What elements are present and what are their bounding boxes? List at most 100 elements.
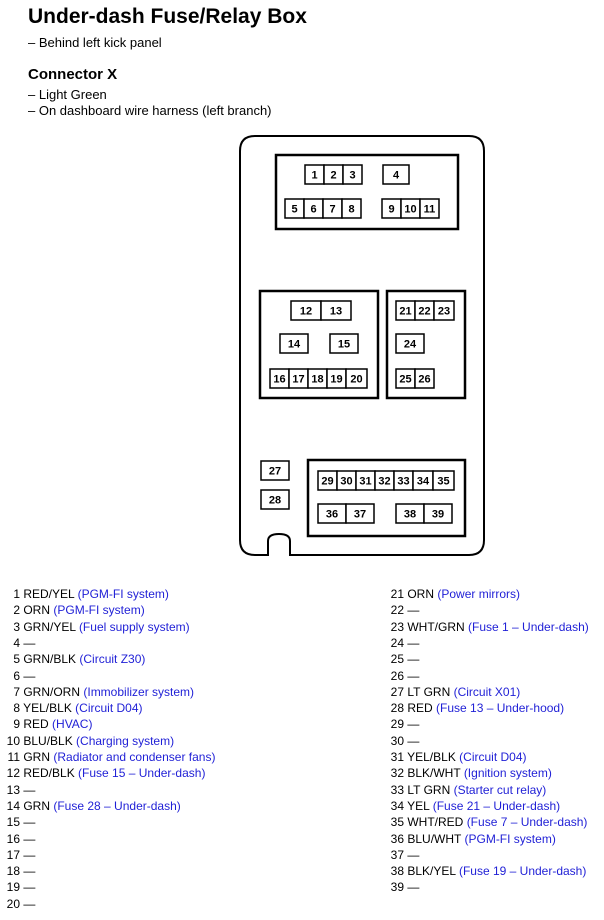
pin-entry-21: 21 ORN (Power mirrors) (380, 586, 520, 602)
pin-cell-16: 16 (269, 368, 290, 389)
pin-cell-31: 31 (355, 470, 376, 491)
pin-cell-label: 3 (349, 170, 355, 182)
pin-entry-23: 23 WHT/GRN (Fuse 1 – Under-dash) (380, 619, 589, 635)
circuit-description: (Fuse 1 – Under-dash) (468, 619, 589, 634)
pin-entry-1: 1 RED/YEL (PGM-FI system) (0, 586, 169, 602)
pin-entry-12: 12 RED/BLK (Fuse 15 – Under-dash) (0, 765, 206, 781)
pin-entry-20: 20 — (0, 896, 36, 912)
pin-entry-7: 7 GRN/ORN (Immobilizer system) (0, 684, 194, 700)
pin-cell-box (432, 470, 455, 491)
pin-entry-8: 8 YEL/BLK (Circuit D04) (0, 700, 142, 716)
pin-cell-24: 24 (395, 333, 425, 354)
wire-color: — (407, 635, 420, 650)
pin-number: 39 (390, 880, 404, 895)
pin-cell-38: 38 (395, 503, 425, 524)
connector-location-note: – On dashboard wire harness (left branch… (28, 103, 272, 118)
pin-entry-37: 37 — (380, 847, 420, 863)
pin-number: 29 (390, 717, 404, 732)
pin-number: 6 (13, 668, 20, 683)
wire-color: — (23, 668, 36, 683)
wire-color: — (23, 896, 36, 911)
pin-number: 25 (390, 652, 404, 667)
pin-number: 28 (390, 701, 404, 716)
pin-cell-label: 28 (269, 495, 281, 507)
pin-entry-27: 27 LT GRN (Circuit X01) (380, 684, 521, 700)
wire-color: GRN (23, 750, 51, 764)
circuit-description: (Fuse 7 – Under-dash) (466, 815, 588, 830)
pin-cell-label: 5 (291, 204, 297, 216)
pin-cell-box (423, 503, 453, 524)
pin-cell-label: 1 (311, 170, 317, 182)
pin-number: 32 (390, 766, 404, 781)
pin-cell-30: 30 (336, 470, 357, 491)
wire-color: — (407, 652, 420, 667)
pin-number: 26 (390, 668, 404, 683)
pin-cell-label: 23 (438, 306, 450, 318)
wire-color: — (407, 603, 420, 618)
pin-cell-label: 31 (359, 476, 371, 488)
pin-cell-label: 26 (418, 374, 430, 386)
pin-cell-label: 24 (404, 339, 417, 351)
pin-cell-box (260, 489, 290, 510)
wire-color: BLK/WHT (407, 766, 461, 781)
pin-cell-13: 13 (320, 300, 352, 321)
pin-number: 35 (390, 815, 404, 830)
pin-number: 16 (6, 831, 20, 846)
pin-cell-label: 10 (404, 204, 416, 216)
pin-cell-box (320, 300, 352, 321)
wire-color: LT GRN (407, 684, 451, 699)
pin-entry-35: 35 WHT/RED (Fuse 7 – Under-dash) (380, 814, 588, 830)
circuit-description: (Circuit X01) (453, 684, 521, 699)
pin-number: 24 (390, 635, 404, 650)
wire-color: — (23, 880, 36, 895)
wire-color: — (407, 733, 420, 748)
wire-color: ORN (23, 603, 51, 618)
pin-cell-label: 19 (330, 374, 342, 386)
pin-cell-box (342, 164, 363, 185)
page-title: Under-dash Fuse/Relay Box (28, 5, 307, 28)
circuit-description: (Circuit D04) (459, 750, 527, 764)
pin-entry-17: 17 — (0, 847, 36, 863)
circuit-description: (Fuel supply system) (78, 619, 190, 634)
pin-number: 38 (390, 864, 404, 879)
pin-cell-label: 9 (388, 204, 394, 216)
pin-entry-32: 32 BLK/WHT (Ignition system) (380, 765, 552, 781)
pin-entry-15: 15 — (0, 814, 36, 830)
pin-number: 23 (390, 619, 404, 634)
pin-entry-28: 28 RED (Fuse 13 – Under-hood) (380, 700, 564, 716)
pin-cell-18: 18 (307, 368, 328, 389)
pin-cell-26: 26 (414, 368, 435, 389)
pin-cell-label: 36 (326, 509, 338, 521)
circuit-description: (Fuse 21 – Under-dash) (432, 798, 561, 813)
wire-color: YEL/BLK (23, 701, 72, 716)
pin-cell-5: 5 (284, 198, 305, 219)
pin-cell-label: 34 (417, 476, 430, 488)
pin-number: 37 (390, 847, 404, 862)
circuit-description: (Ignition system) (463, 766, 552, 781)
group-frame-middle-left (258, 289, 380, 400)
pin-cell-11: 11 (419, 198, 440, 219)
pin-cell-box (414, 368, 435, 389)
pin-cell-label: 22 (418, 306, 430, 318)
pin-cell-label: 7 (329, 204, 335, 216)
pin-entry-39: 39 — (380, 879, 420, 895)
circuit-description: (Fuse 19 – Under-dash) (458, 864, 587, 879)
pin-cell-label: 39 (432, 509, 444, 521)
pin-cell-1: 1 (304, 164, 325, 185)
pin-entry-26: 26 — (380, 668, 420, 684)
pin-number: 4 (13, 635, 20, 650)
pin-cell-label: 2 (330, 170, 336, 182)
connector-heading: Connector X (28, 66, 118, 83)
pin-cell-label: 18 (311, 374, 323, 386)
pin-cell-label: 17 (292, 374, 304, 386)
wire-color: — (407, 880, 420, 895)
pin-entry-2: 2 ORN (PGM-FI system) (0, 602, 144, 618)
wire-color: WHT/RED (407, 815, 464, 830)
pin-number: 22 (390, 603, 404, 618)
wire-color: GRN/BLK (23, 652, 77, 667)
pin-cell-3: 3 (342, 164, 363, 185)
wire-color: — (23, 782, 36, 797)
wire-color: YEL (407, 798, 430, 813)
pin-number: 27 (390, 684, 404, 699)
